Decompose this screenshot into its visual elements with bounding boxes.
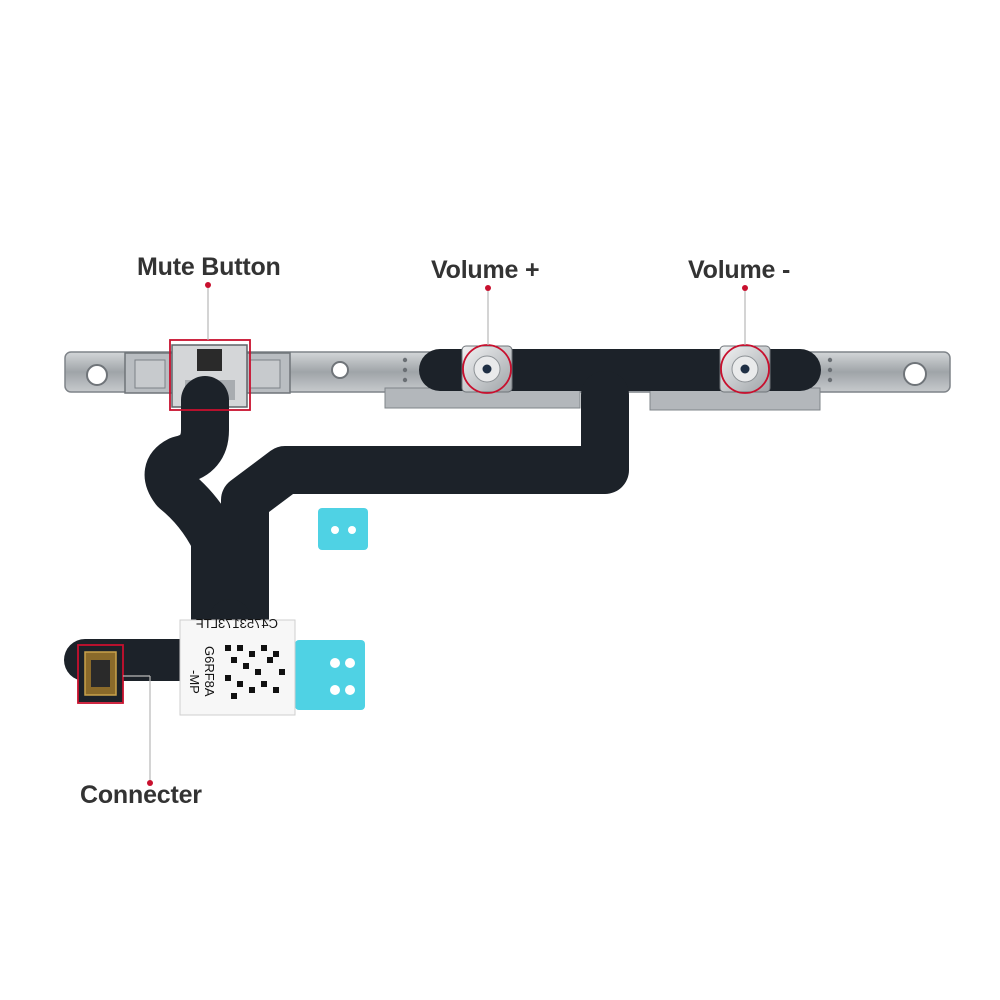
mute-button-highlight-box — [169, 339, 251, 411]
volume-up-label-text: Volume + — [431, 256, 540, 284]
adhesive-tab-lower — [295, 640, 365, 710]
serial-label-sticker: C4753173LTF G6RF8A -MP — [179, 616, 296, 716]
leader-dots — [147, 282, 748, 786]
mute-button-label-text: Mute Button — [137, 253, 281, 281]
volume-up-label: Volume + — [431, 256, 540, 285]
label-line-2: G6RF8A — [202, 646, 217, 697]
volume-down-switch — [719, 345, 771, 393]
leader-lines — [123, 285, 746, 783]
mute-button-label: Mute Button — [137, 253, 281, 282]
volume-up-highlight-circle — [462, 344, 512, 394]
connector-label-text: Connecter — [80, 781, 202, 809]
flex-cable — [64, 349, 821, 681]
board-connector — [78, 645, 123, 702]
connector-highlight-box — [77, 644, 124, 704]
volume-down-label: Volume - — [688, 256, 790, 285]
volume-down-label-text: Volume - — [688, 256, 791, 284]
connector-label: Connecter — [80, 781, 202, 810]
label-line-3: -MP — [187, 670, 202, 694]
volume-up-switch — [461, 345, 513, 393]
label-line-1: C4753173LTF — [196, 616, 278, 631]
adhesive-tab-upper — [318, 508, 368, 550]
datamatrix-code — [225, 645, 285, 699]
